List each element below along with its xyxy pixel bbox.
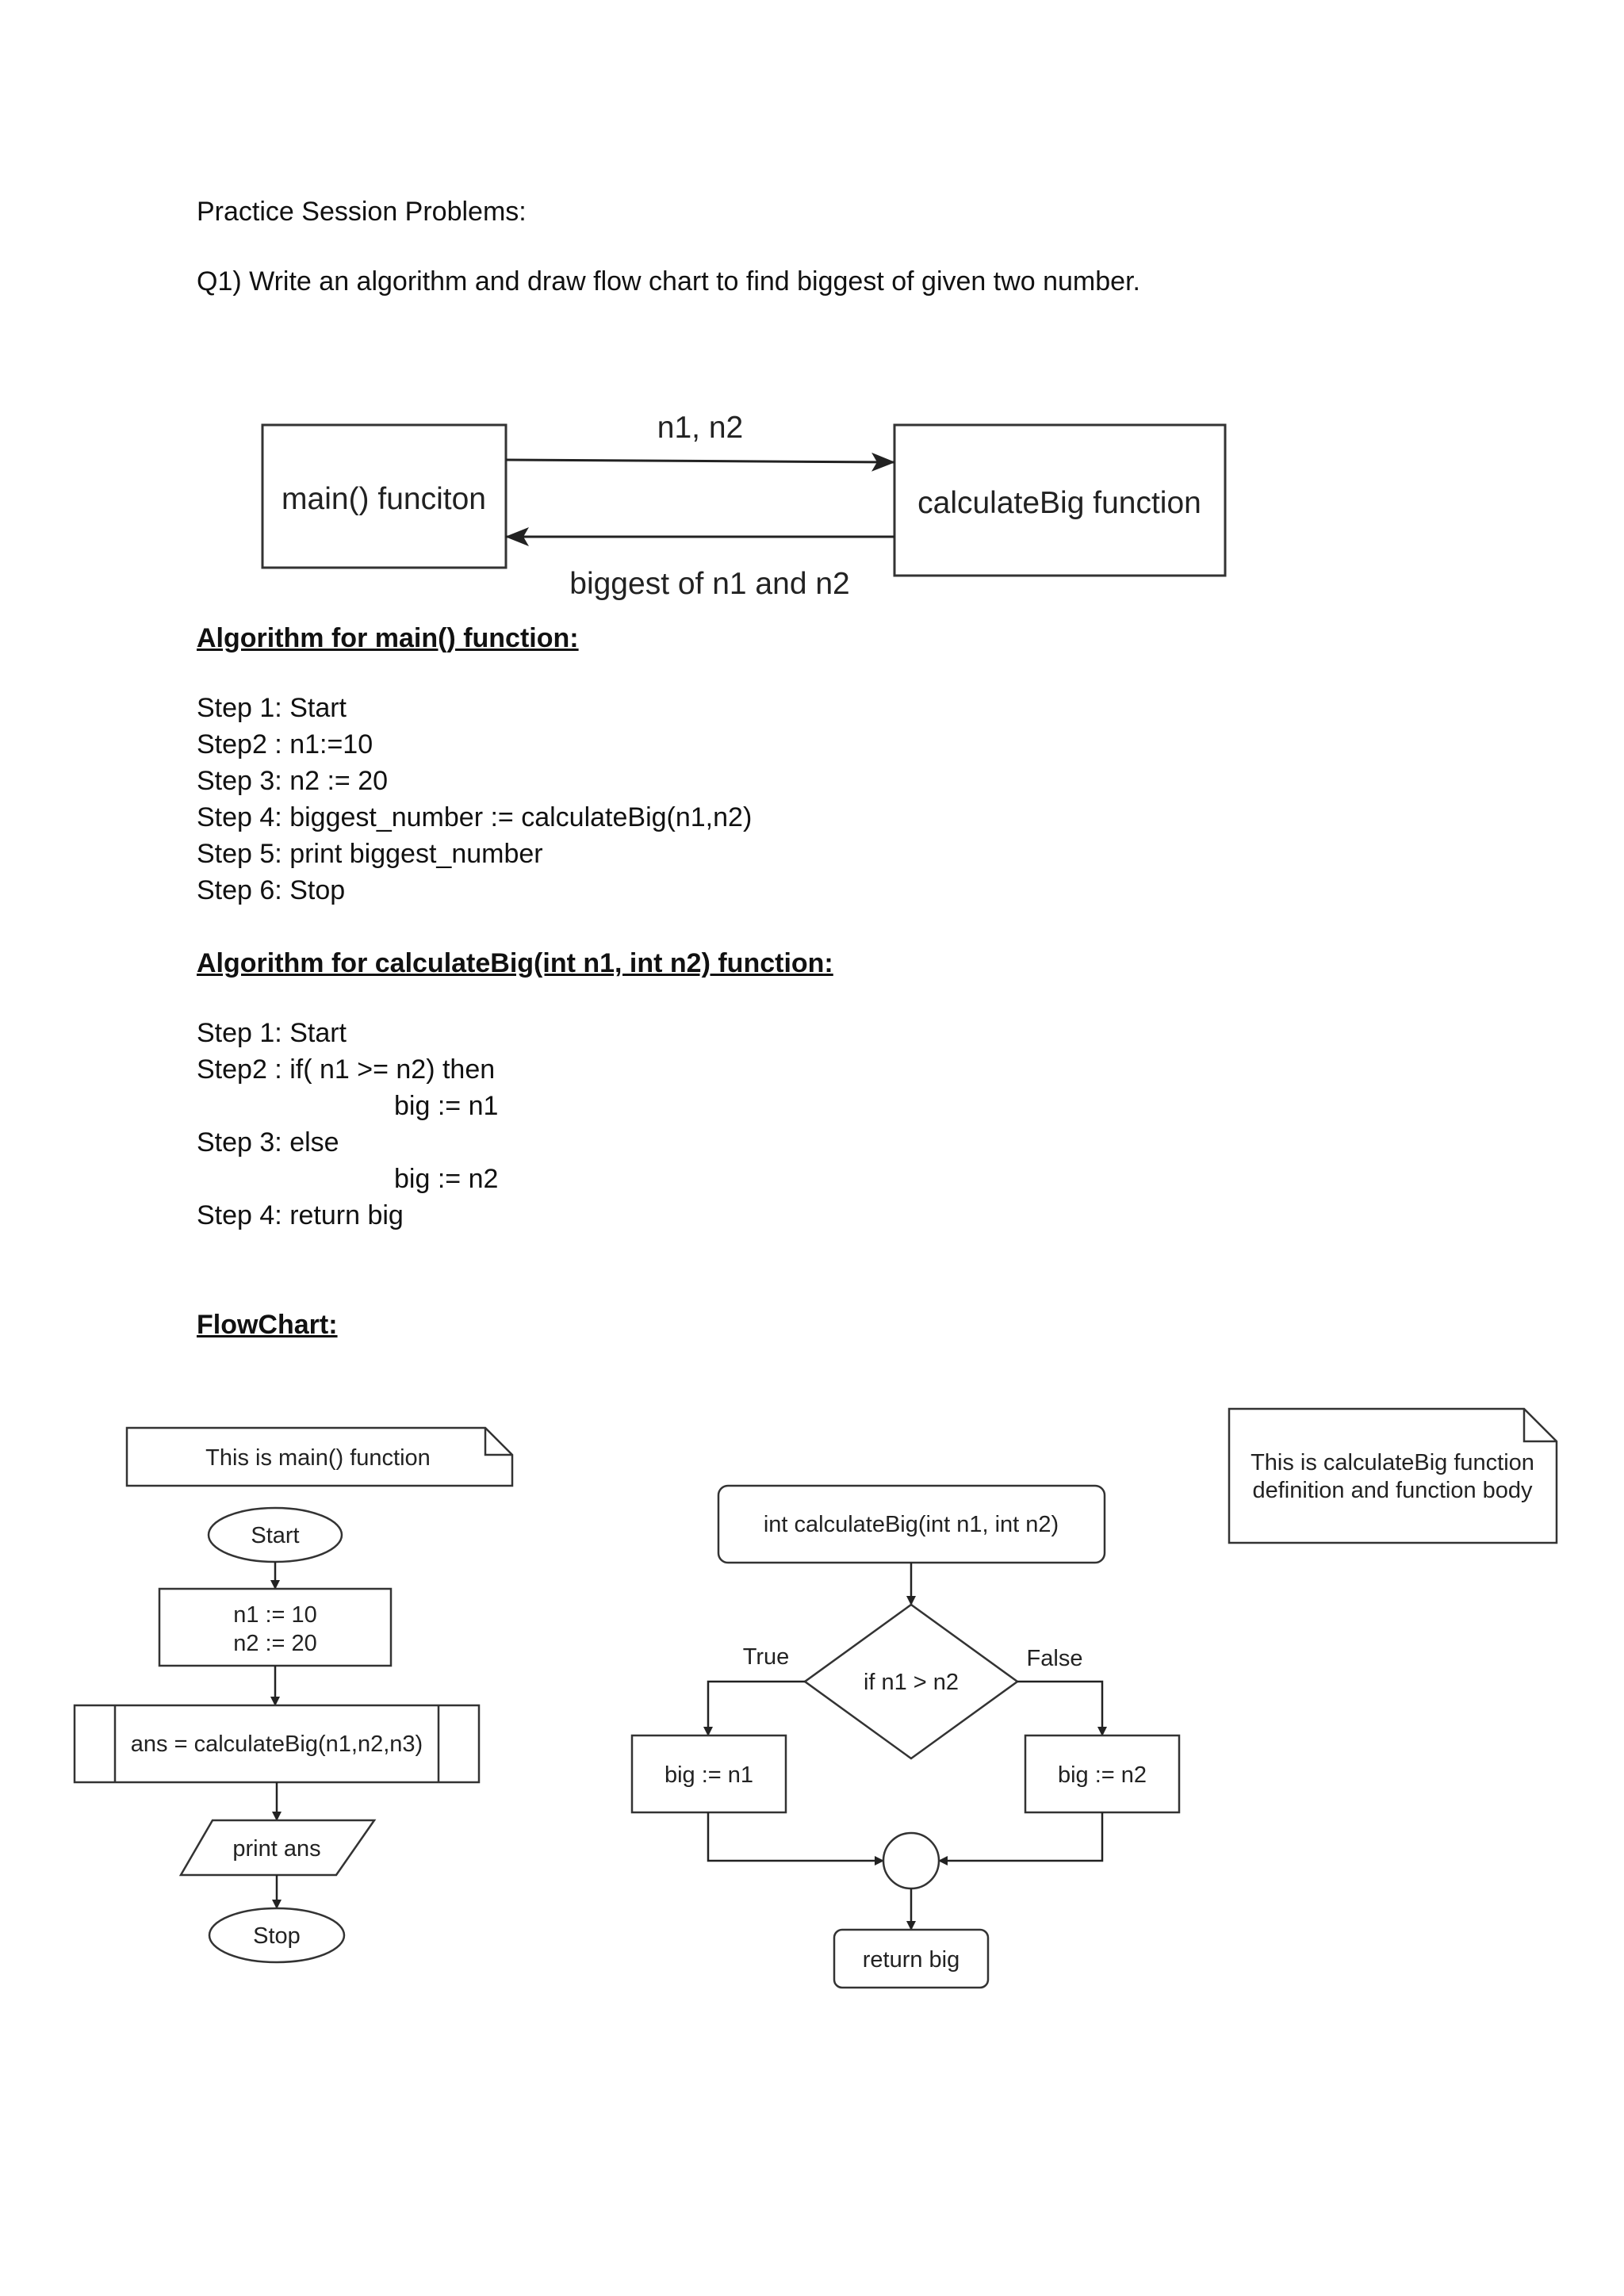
- true-label: True: [743, 1644, 790, 1670]
- overview-diagram: main() funciton calculateBig function n1…: [261, 411, 1227, 601]
- false-box-label: big := n2: [1058, 1762, 1147, 1788]
- calculatebig-flowchart: int calculateBig(int n1, int n2) if n1 >…: [630, 1407, 1558, 1989]
- stop-label: Stop: [253, 1923, 301, 1949]
- return-label: return big: [863, 1947, 960, 1973]
- merge-arrow-left: [707, 1812, 884, 1866]
- false-process-box: [1024, 1734, 1181, 1814]
- calculatebig-note-line2: definition and function body: [1252, 1478, 1533, 1503]
- assign-line1: n1 := 10: [233, 1602, 317, 1628]
- algo-main-step: Step2 : n1:=10: [197, 729, 373, 760]
- false-label: False: [1027, 1646, 1083, 1671]
- arrow-label-n1-n2: n1, n2: [657, 411, 743, 445]
- true-branch-arrow: [703, 1680, 805, 1736]
- print-io-box: [178, 1819, 377, 1877]
- decision-label: if n1 > n2: [864, 1670, 959, 1695]
- algo-calc-step: big := n1: [394, 1091, 499, 1121]
- return-box: [833, 1928, 990, 1989]
- false-branch-arrow: [1017, 1680, 1107, 1736]
- call-label: ans = calculateBig(n1,n2,n3): [131, 1732, 423, 1757]
- print-label: print ans: [232, 1836, 320, 1862]
- calculatebig-note-shape: [1228, 1407, 1558, 1544]
- assign-process-box: [158, 1587, 393, 1667]
- algo-main-step: Step 5: print biggest_number: [197, 839, 543, 869]
- calculatebig-function-label: calculateBig function: [917, 486, 1201, 520]
- merge-connector: [882, 1831, 940, 1890]
- true-process-box: [630, 1734, 787, 1814]
- start-label: Start: [251, 1523, 299, 1548]
- algo-calc-heading: Algorithm for calculateBig(int n1, int n…: [197, 948, 833, 978]
- question-text: Q1) Write an algorithm and draw flow cha…: [197, 266, 1140, 297]
- algo-calc-step: Step 4: return big: [197, 1200, 404, 1230]
- function-header-label: int calculateBig(int n1, int n2): [764, 1512, 1059, 1537]
- algo-main-step: Step 4: biggest_number := calculateBig(n…: [197, 802, 753, 832]
- main-note-shape: [125, 1426, 514, 1487]
- calculatebig-note-line1: This is calculateBig function: [1251, 1450, 1534, 1475]
- algo-main-step: Step 3: n2 := 20: [197, 766, 389, 796]
- arrow-to-calculatebig: [505, 452, 895, 472]
- main-function-label: main() funciton: [282, 482, 486, 516]
- merge-arrow-right: [938, 1812, 1104, 1866]
- page-title: Practice Session Problems:: [197, 197, 527, 227]
- stop-terminal: [208, 1907, 346, 1964]
- flowchart-heading: FlowChart:: [197, 1310, 338, 1340]
- main-flowchart: This is main() function Start n1 := 10 n…: [73, 1426, 514, 1964]
- main-function-box: [261, 423, 508, 569]
- algo-calc-step: Step2 : if( n1 >= n2) then: [197, 1054, 496, 1085]
- decision-diamond: [802, 1603, 1020, 1760]
- algo-calc-step: Step 1: Start: [197, 1018, 347, 1048]
- algo-calc-step: Step 3: else: [197, 1127, 339, 1158]
- algo-main-step: Step 6: Stop: [197, 875, 346, 905]
- calculatebig-function-box: [893, 423, 1227, 577]
- true-box-label: big := n1: [665, 1762, 753, 1788]
- algo-calc-step: big := n2: [394, 1164, 499, 1194]
- algo-main-heading: Algorithm for main() function:: [197, 623, 579, 653]
- arrow-label-biggest: biggest of n1 and n2: [569, 567, 849, 601]
- assign-line2: n2 := 20: [233, 1631, 317, 1656]
- algo-main-step: Step 1: Start: [197, 693, 347, 723]
- main-note-text: This is main() function: [205, 1445, 431, 1471]
